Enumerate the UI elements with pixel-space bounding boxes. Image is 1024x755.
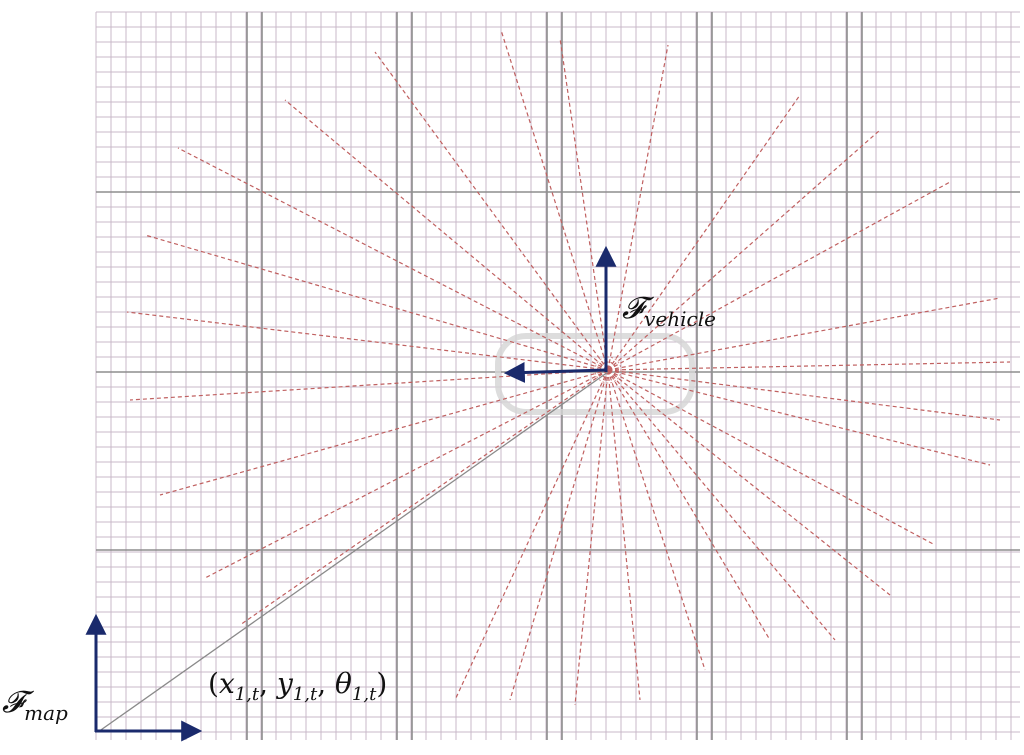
lidar-ray xyxy=(607,297,1001,371)
lidar-ray xyxy=(129,369,609,401)
lidar-ray xyxy=(454,369,609,701)
pose-y-symbol: y xyxy=(275,667,294,700)
pose-label: (x1,t, y1,t, θ1,t) xyxy=(208,667,387,705)
pose-theta-subscript: 1,t xyxy=(352,684,377,705)
lidar-ray xyxy=(204,369,609,579)
lidar-ray xyxy=(607,129,881,371)
pose-separator-1: , xyxy=(259,667,277,700)
lidar-ray xyxy=(177,147,609,371)
lidar-ray xyxy=(607,369,991,466)
lidar-ray xyxy=(159,369,609,496)
lidar-ray xyxy=(607,369,771,641)
vehicle-frame-x-axis xyxy=(503,361,607,383)
lidar-ray xyxy=(239,369,609,626)
pose-close-paren: ) xyxy=(376,667,387,700)
pose-vector-line xyxy=(97,371,609,733)
lidar-ray xyxy=(144,234,609,371)
pose-y-subscript: 1,t xyxy=(293,684,318,705)
map-frame-subscript: map xyxy=(24,701,68,725)
vehicle-frame-axes xyxy=(503,245,617,383)
vehicle-frame-label: 𝓕vehicle xyxy=(622,291,716,331)
lidar-ray xyxy=(607,369,706,671)
lidar-ray xyxy=(607,181,951,371)
occupancy-grid-minor-lines xyxy=(95,11,1020,740)
occupancy-grid-major-lines xyxy=(96,12,1020,740)
map-frame-axes xyxy=(85,613,203,742)
lidar-ray xyxy=(126,311,609,371)
pose-theta-symbol: θ xyxy=(335,667,352,700)
lidar-ray xyxy=(607,44,669,371)
lidar-rays xyxy=(126,29,1011,706)
vehicle-frame-subscript: vehicle xyxy=(644,307,716,331)
lidar-ray xyxy=(500,29,609,371)
lidar-ray xyxy=(607,369,641,701)
lidar-ray xyxy=(509,369,609,701)
lidar-ray xyxy=(607,369,1001,421)
lidar-ray xyxy=(559,37,609,371)
vehicle-body-outline xyxy=(495,333,695,415)
lidar-ray xyxy=(607,369,836,641)
map-frame-label: 𝓕map xyxy=(2,685,68,725)
pose-x-subscript: 1,t xyxy=(235,684,260,705)
pose-separator-2: , xyxy=(317,667,335,700)
pose-open-paren: ( xyxy=(208,667,219,700)
lidar-ray xyxy=(607,361,1011,371)
lidar-ray xyxy=(284,99,609,371)
lidar-ray xyxy=(374,51,609,371)
lidar-ray xyxy=(574,369,609,706)
lidar-ray xyxy=(607,369,936,546)
pose-x-symbol: x xyxy=(219,667,235,700)
